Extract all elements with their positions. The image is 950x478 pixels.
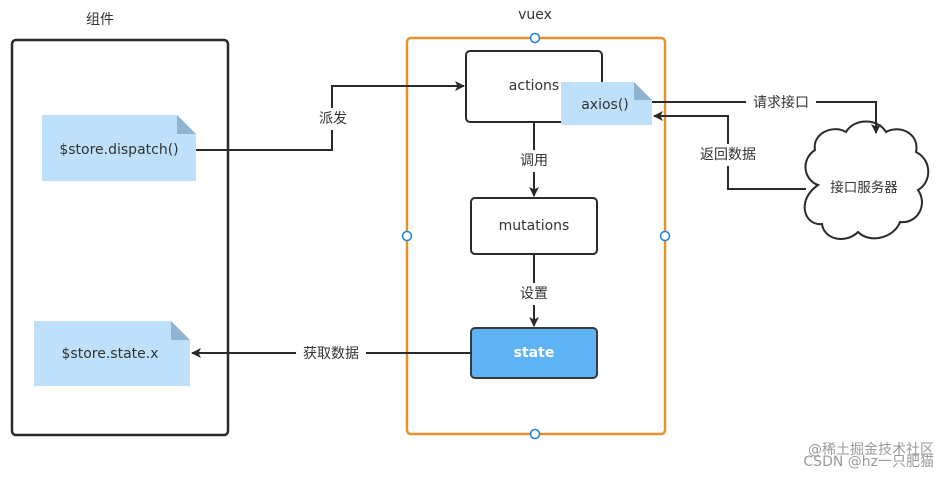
axios-note: axios() [561,82,652,125]
resize-handle-top[interactable] [529,32,541,44]
component-container [10,38,230,437]
server-label: 接口服务器 [830,179,898,196]
dispatch-note-label: $store.dispatch() [59,142,178,158]
edge-label-set: 设置 [520,286,548,302]
edge-axios-to-server [652,101,881,134]
server-cloud: 接口服务器 [803,120,930,240]
edge-label-call: 调用 [520,153,548,169]
state-label: state [514,345,555,361]
resize-handle-right[interactable] [659,230,671,242]
axios-note-label: axios() [581,97,629,113]
component-title: 组件 [86,12,114,28]
edge-label-fetch: 获取数据 [303,346,359,362]
edge-label-return: 返回数据 [700,147,756,163]
edge-label-dispatch: 派发 [319,111,347,127]
watermark-csdn: CSDN @hz一只肥猫 [803,454,934,470]
state-x-note-label: $store.state.x [62,346,159,362]
mutations-label: mutations [499,218,570,234]
vuex-title: vuex [518,7,552,23]
resize-handle-left[interactable] [401,230,413,242]
watermark-juejin: @稀土掘金技术社区 [808,442,934,458]
state-x-note: $store.state.x [34,321,190,386]
resize-handle-bottom[interactable] [529,428,541,440]
edge-label-request: 请求接口 [753,94,809,111]
actions-label: actions [509,78,559,94]
dispatch-note: $store.dispatch() [42,115,196,181]
